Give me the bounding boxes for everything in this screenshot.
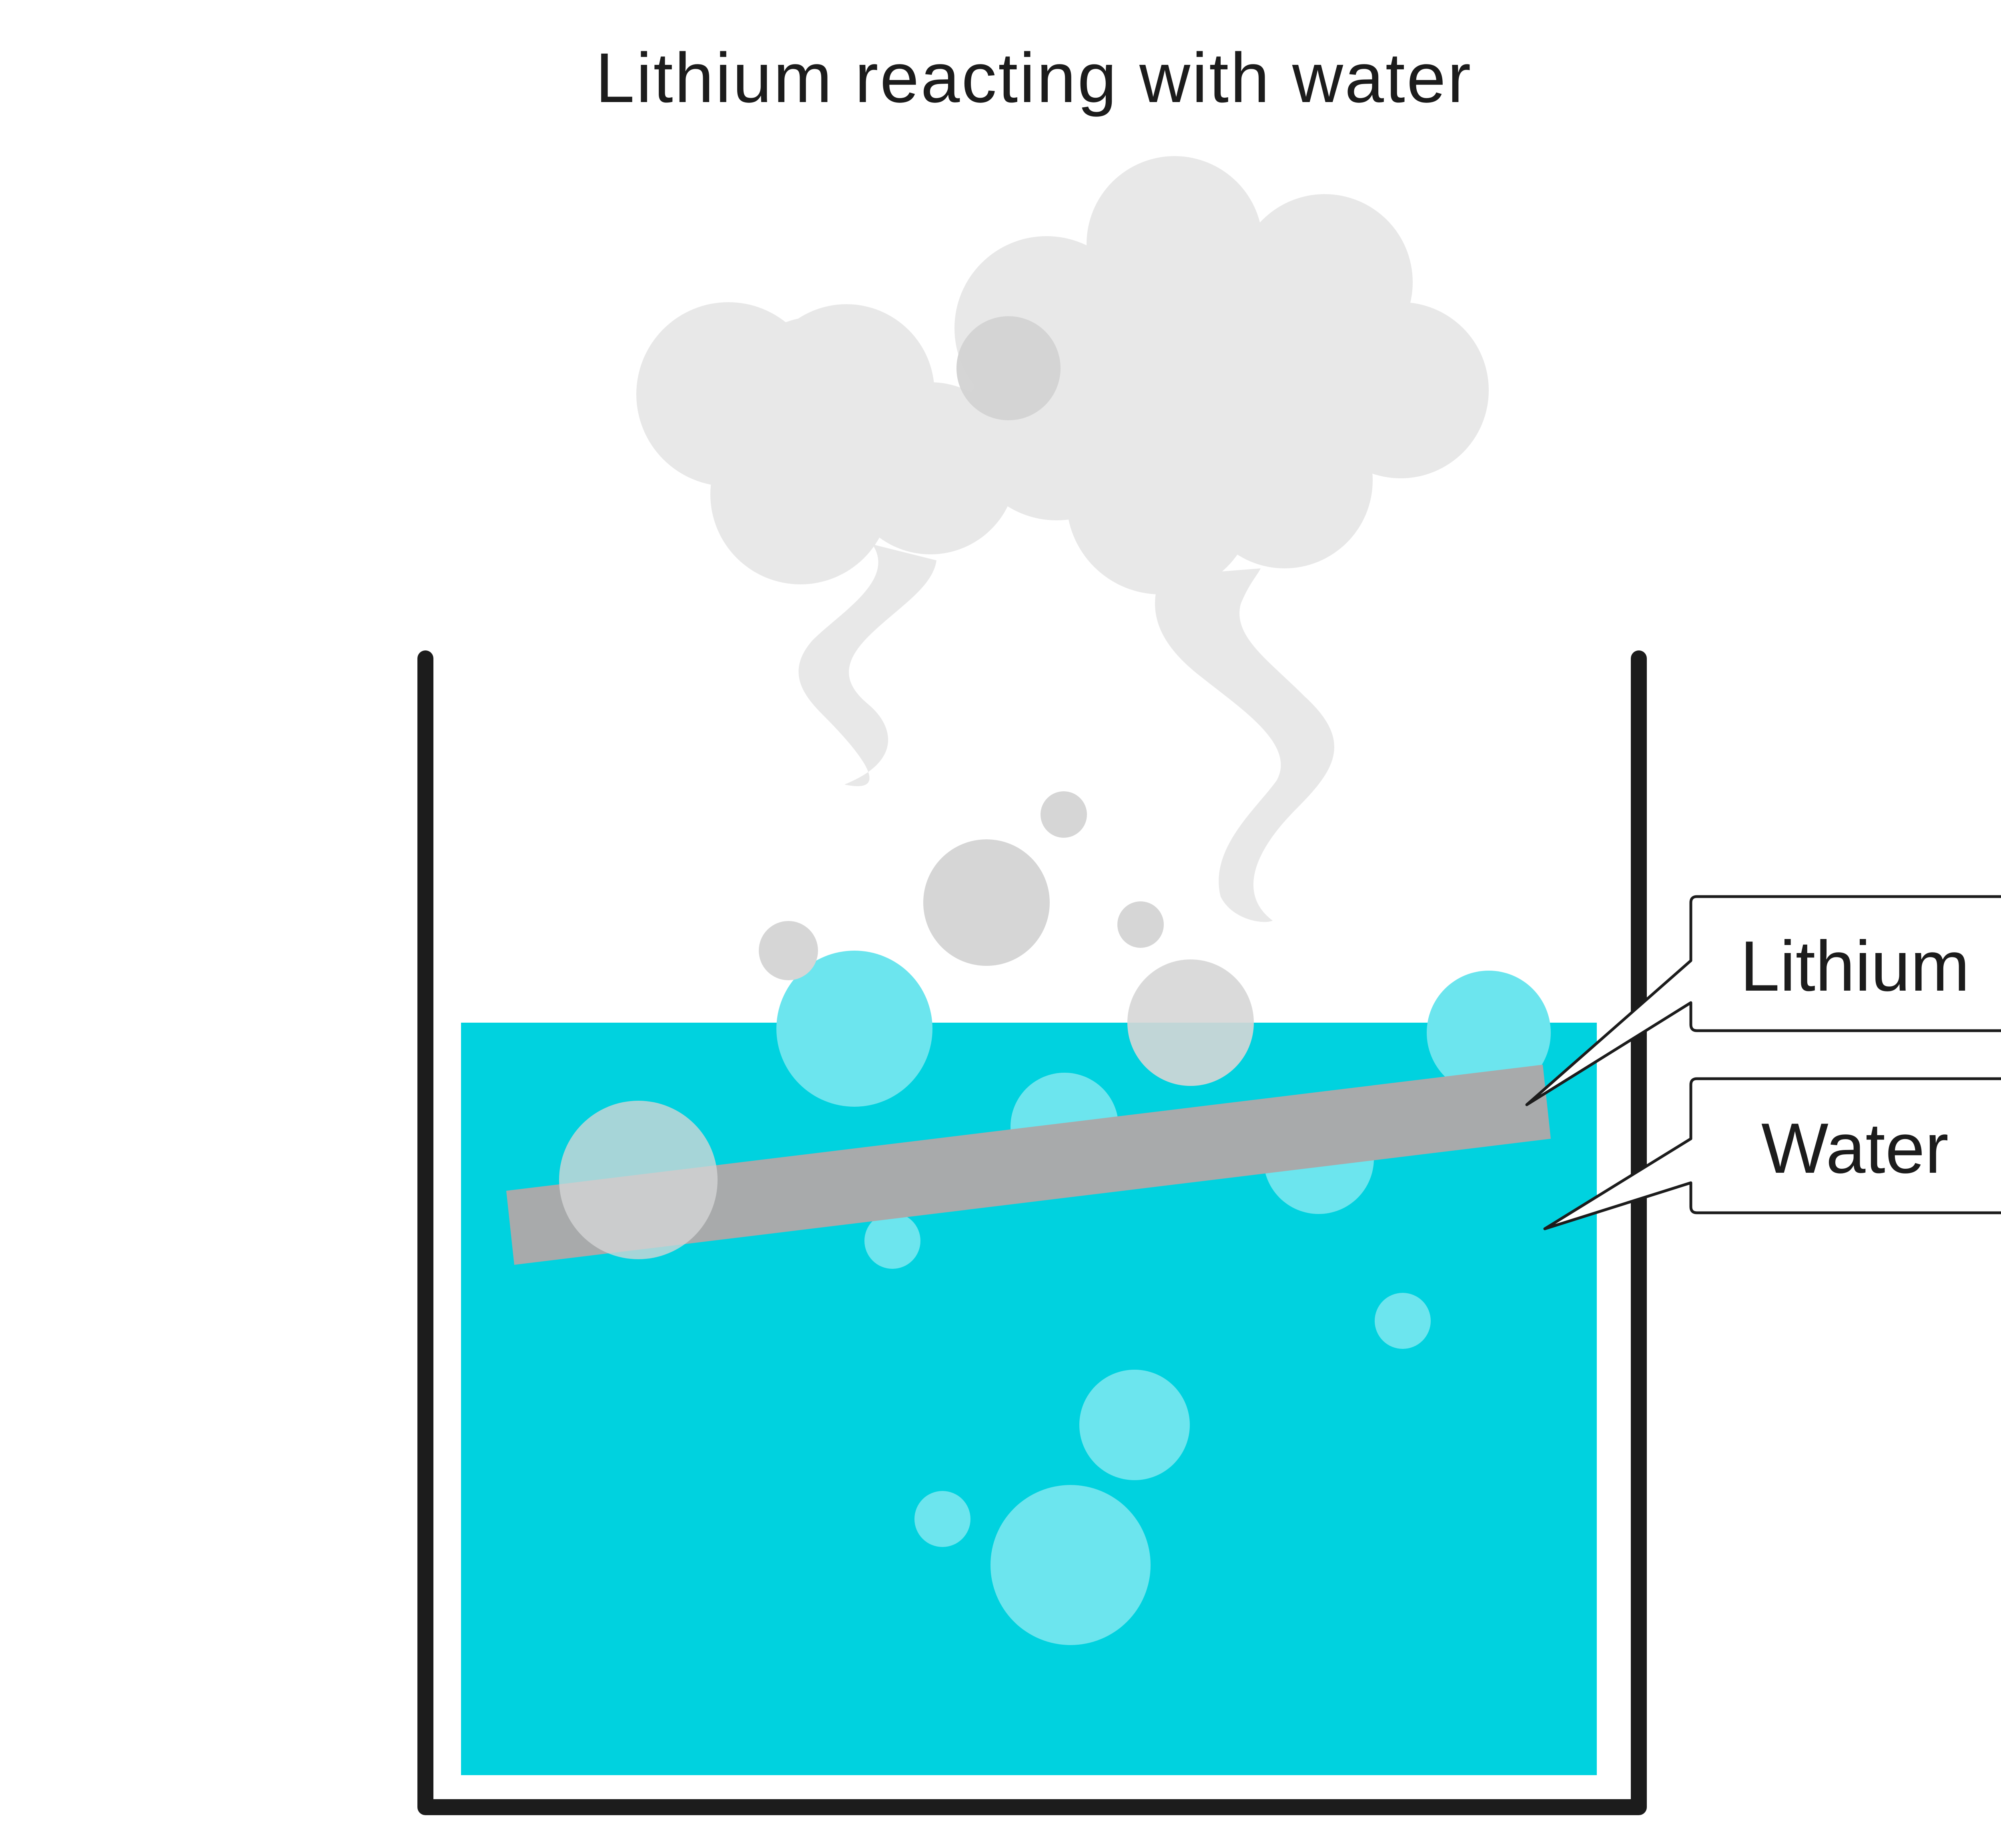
diagram-title: Lithium reacting with water	[595, 39, 1473, 117]
smoke-wisps	[798, 544, 1335, 922]
water-label: Water	[1761, 1108, 1949, 1188]
water-callout-box	[1543, 1077, 2001, 1230]
smoke-overlap	[956, 316, 1061, 420]
lithium-callout: Lithium	[1525, 895, 2001, 1106]
lithium-label: Lithium	[1740, 926, 1970, 1006]
beaker	[417, 650, 1647, 1815]
smoke-wisp-right	[1155, 568, 1335, 922]
water-callout: Water	[1543, 1077, 2001, 1230]
lithium-callout-box	[1525, 895, 2001, 1106]
smoke-cloud-left	[636, 302, 1017, 584]
lithium-strip	[506, 1065, 1551, 1265]
smoke-bubbles	[559, 791, 1254, 1259]
smoke-wisp-left	[798, 544, 936, 787]
